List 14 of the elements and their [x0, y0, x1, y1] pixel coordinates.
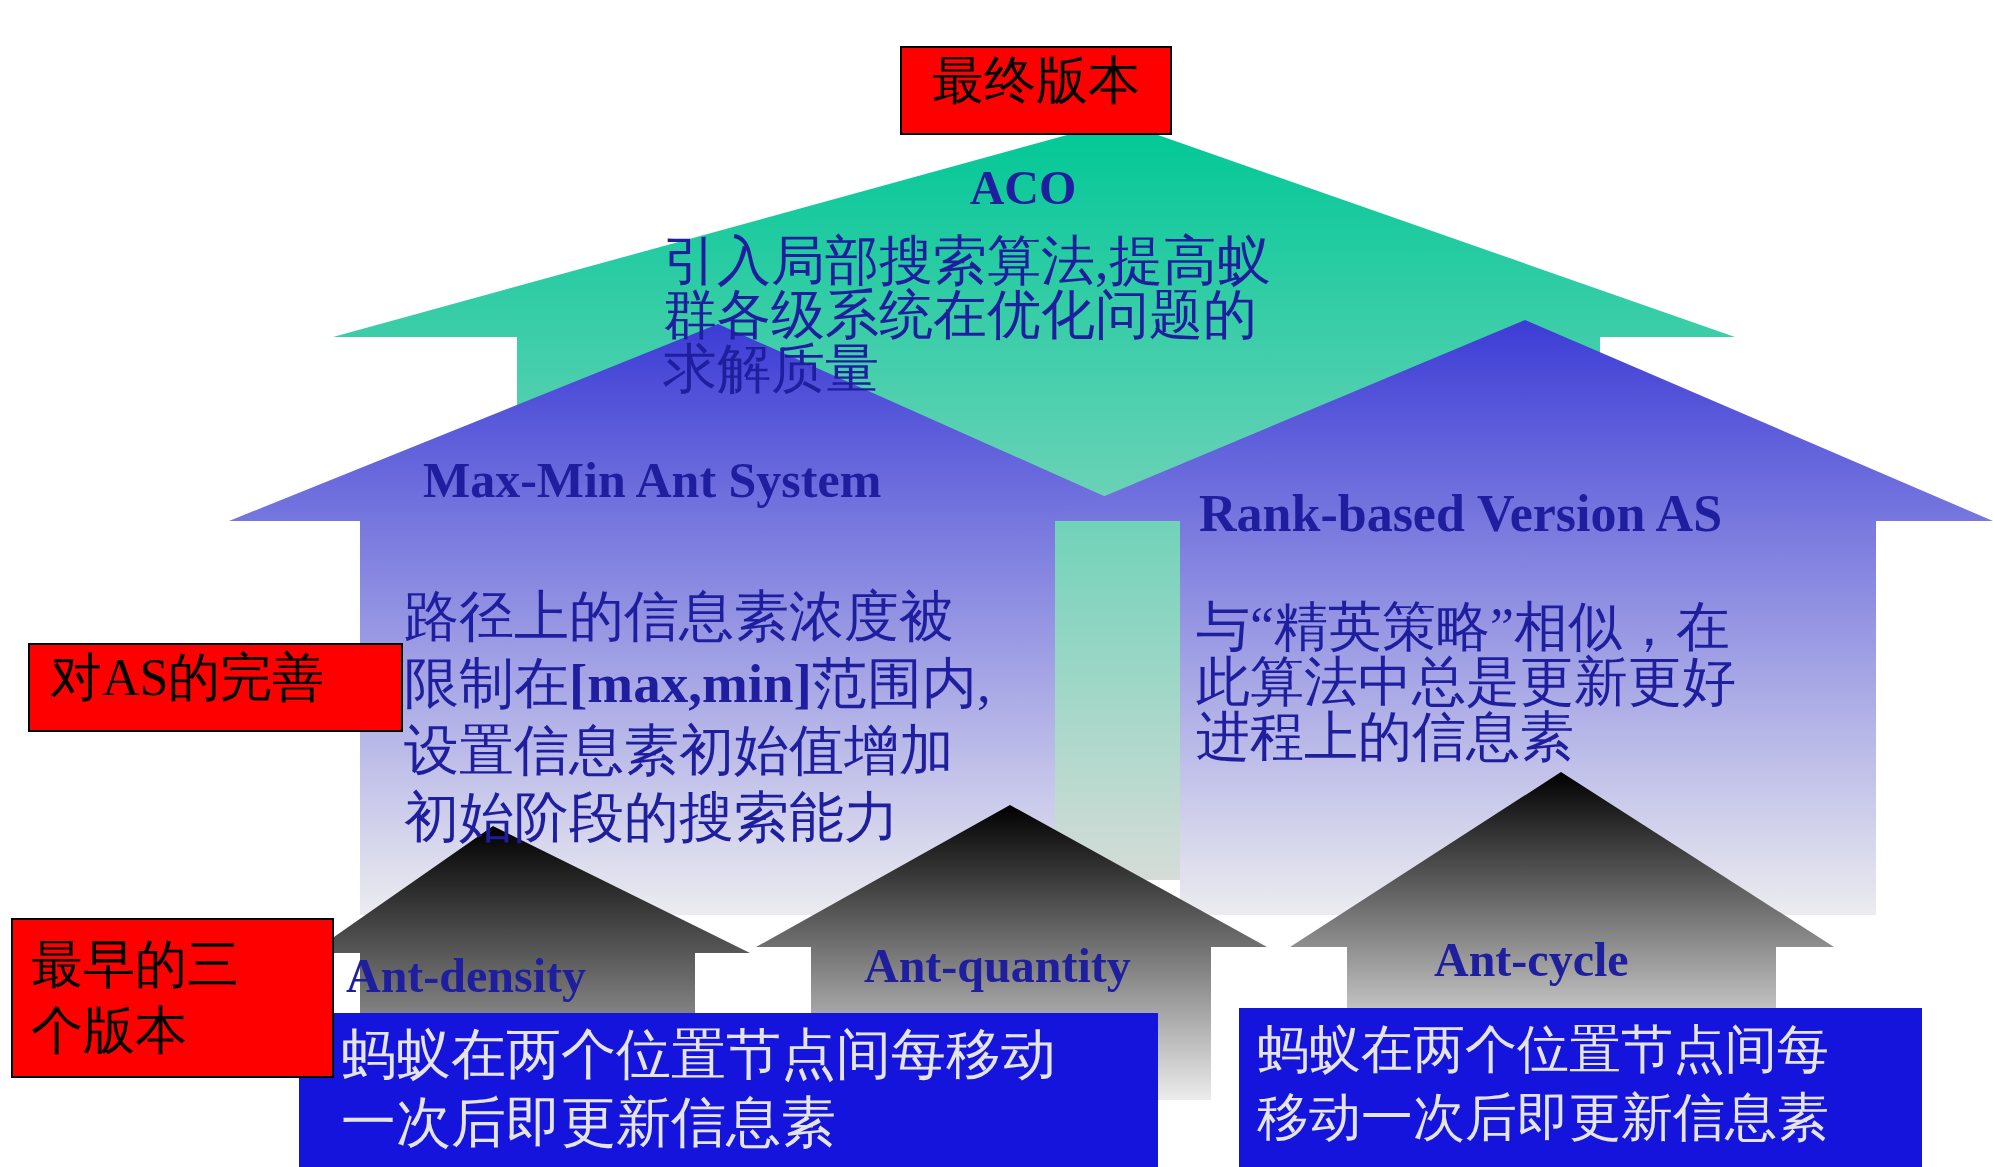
- heading-text: ACO: [969, 160, 1077, 216]
- body-text: 路径上的信息素浓度被限制在[max,min]范围内,设置信息素初始值增加初始阶段的搜索能力: [404, 585, 992, 850]
- body-text: 引入局部搜索算法,提高蚁群各级系统在优化问题的求解质量: [663, 234, 1272, 396]
- description-box: 蚂蚁在两个位置节点间每移动一次后即更新信息素: [299, 1013, 1158, 1167]
- heading-text: Ant-cycle: [1434, 932, 1629, 988]
- heading-text: Rank-based Version AS: [1199, 484, 1723, 544]
- version-tag: 最终版本: [900, 46, 1172, 135]
- heading-text: Max-Min Ant System: [423, 452, 882, 510]
- description-box: 蚂蚁在两个位置节点间每移动一次后即更新信息素: [1239, 1008, 1922, 1167]
- tag-text: 最早的三个版本: [31, 935, 240, 1061]
- version-tag: 对AS的完善: [28, 643, 403, 732]
- body-text: 与“精英策略”相似，在此算法中总是更新更好进程上的信息素: [1196, 600, 1737, 765]
- heading-text: Ant-quantity: [864, 938, 1131, 994]
- version-tag: [11, 918, 334, 1078]
